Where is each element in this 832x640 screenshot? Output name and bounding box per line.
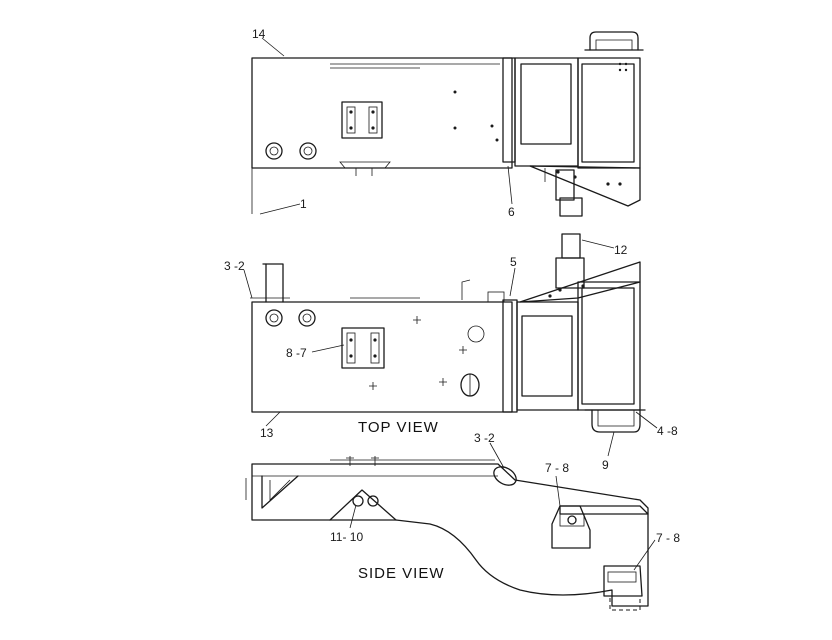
- callout-7-8-b: 7 - 8: [656, 531, 680, 545]
- callout-9: 9: [602, 458, 609, 472]
- callout-6: 6: [508, 205, 515, 219]
- callout-labels: 14 1 6 12 5 3 -2 8 -7 13 4 -8 9 3 -2 7 -…: [224, 27, 680, 545]
- callout-14: 14: [252, 27, 266, 41]
- callout-3-2-side: 3 -2: [474, 431, 495, 445]
- callout-3-2-top: 3 -2: [224, 259, 245, 273]
- callout-1: 1: [300, 197, 307, 211]
- callout-4-8: 4 -8: [657, 424, 678, 438]
- callout-11-10: 11- 10: [330, 530, 363, 544]
- callout-13: 13: [260, 426, 274, 440]
- top-view-label: TOP VIEW: [358, 419, 439, 436]
- callout-12: 12: [614, 243, 628, 257]
- leader-lines: [243, 37, 658, 571]
- callout-5: 5: [510, 255, 517, 269]
- top-view: [250, 233, 646, 433]
- side-view-label: SIDE VIEW: [358, 565, 445, 582]
- side-view: [245, 456, 649, 611]
- callout-7-8-a: 7 - 8: [545, 461, 569, 475]
- callout-8-7: 8 -7: [286, 346, 307, 360]
- upper-frame-view: [251, 31, 644, 217]
